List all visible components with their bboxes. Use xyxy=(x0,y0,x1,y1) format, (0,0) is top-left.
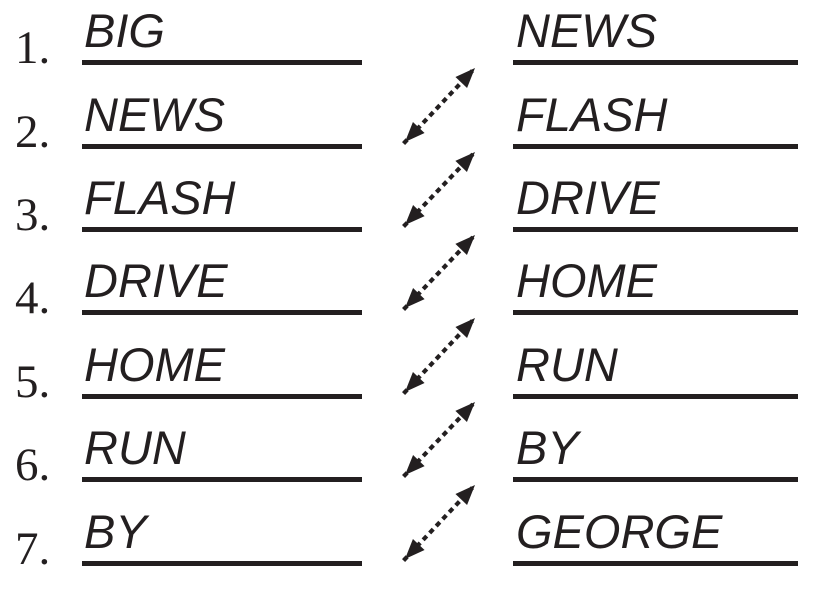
match-item-right: DRIVE xyxy=(0,170,820,232)
match-item-right: HOME xyxy=(0,253,820,315)
item-word: BY xyxy=(84,505,147,558)
answer-blank-line xyxy=(513,477,798,482)
item-word: RUN xyxy=(84,421,186,474)
answer-blank-line xyxy=(82,227,362,232)
match-item-left: 6. RUN xyxy=(0,420,820,489)
item-number: 5. xyxy=(15,356,51,408)
item-word: DRIVE xyxy=(516,171,660,224)
item-word: BY xyxy=(516,421,579,474)
answer-blank-line xyxy=(513,144,798,149)
answer-blank-line xyxy=(513,60,798,65)
match-item-right: RUN xyxy=(0,337,820,399)
item-number: 6. xyxy=(15,439,51,491)
answer-blank-line xyxy=(82,477,362,482)
match-item-right: FLASH xyxy=(0,87,820,149)
item-word: NEWS xyxy=(84,88,225,141)
match-item-right: BY xyxy=(0,420,820,482)
item-number: 2. xyxy=(15,106,51,158)
item-word: FLASH xyxy=(84,171,236,224)
answer-blank-line xyxy=(82,394,362,399)
item-word: FLASH xyxy=(516,88,668,141)
item-word: BIG xyxy=(84,4,165,57)
item-word: HOME xyxy=(84,338,225,391)
item-number: 1. xyxy=(15,22,51,74)
match-item-left: 5. HOME xyxy=(0,337,820,406)
match-item-right: GEORGE xyxy=(0,504,820,566)
answer-blank-line xyxy=(513,227,798,232)
item-word: HOME xyxy=(516,254,657,307)
item-number: 4. xyxy=(15,272,51,324)
match-item-left: 7. BY xyxy=(0,504,820,573)
answer-blank-line xyxy=(82,310,362,315)
item-word: NEWS xyxy=(516,4,657,57)
answer-blank-line xyxy=(513,394,798,399)
match-item-left: 2. NEWS xyxy=(0,87,820,156)
answer-blank-line xyxy=(82,561,362,566)
answer-blank-line xyxy=(513,310,798,315)
item-word: DRIVE xyxy=(84,254,228,307)
answer-blank-line xyxy=(513,561,798,566)
match-item-left: 4. DRIVE xyxy=(0,253,820,322)
item-word: GEORGE xyxy=(516,505,723,558)
item-word: RUN xyxy=(516,338,618,391)
item-number: 7. xyxy=(15,523,51,575)
answer-blank-line xyxy=(82,144,362,149)
match-item-right: NEWS xyxy=(0,3,820,65)
match-item-left: 1. BIG xyxy=(0,3,820,72)
match-item-left: 3. FLASH xyxy=(0,170,820,239)
item-number: 3. xyxy=(15,189,51,241)
answer-blank-line xyxy=(82,60,362,65)
